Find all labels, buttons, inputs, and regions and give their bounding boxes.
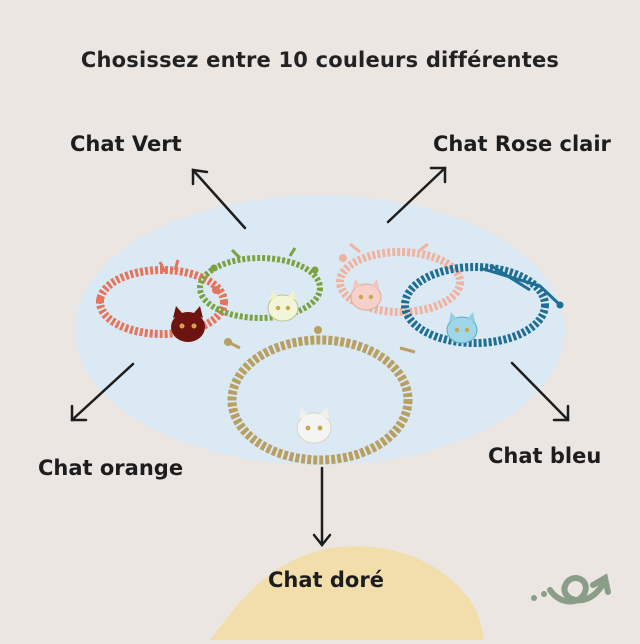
arrow-orange: [70, 362, 135, 422]
cat-bead-green: [267, 290, 299, 322]
arrow-pink: [386, 166, 447, 224]
label-chat-bleu: Chat bleu: [488, 444, 602, 468]
blue-bracelet: [401, 263, 564, 347]
curly-arrow-icon: [531, 573, 611, 605]
label-chat-vert: Chat Vert: [70, 132, 182, 156]
label-chat-orange: Chat orange: [38, 456, 184, 480]
label-chat-rose-clair: Chat Rose clair: [433, 132, 611, 156]
green-bracelet: [197, 247, 323, 322]
cat-bead-gold: [296, 407, 332, 444]
cat-bead-blue: [446, 312, 478, 344]
arrow-green: [191, 168, 247, 230]
arrow-gold: [312, 466, 332, 548]
label-chat-dore: Chat doré: [268, 568, 384, 592]
page-title: Chosissez entre 10 couleurs différentes: [80, 48, 560, 72]
cat-bead-pink: [350, 279, 382, 311]
gold-bracelet: [224, 326, 416, 465]
yellow-paint-swash: [210, 546, 484, 640]
orange-bracelet: [96, 259, 228, 342]
pink-bracelet: [336, 242, 464, 316]
cat-bead-orange: [171, 306, 205, 342]
arrow-blue: [510, 361, 570, 422]
